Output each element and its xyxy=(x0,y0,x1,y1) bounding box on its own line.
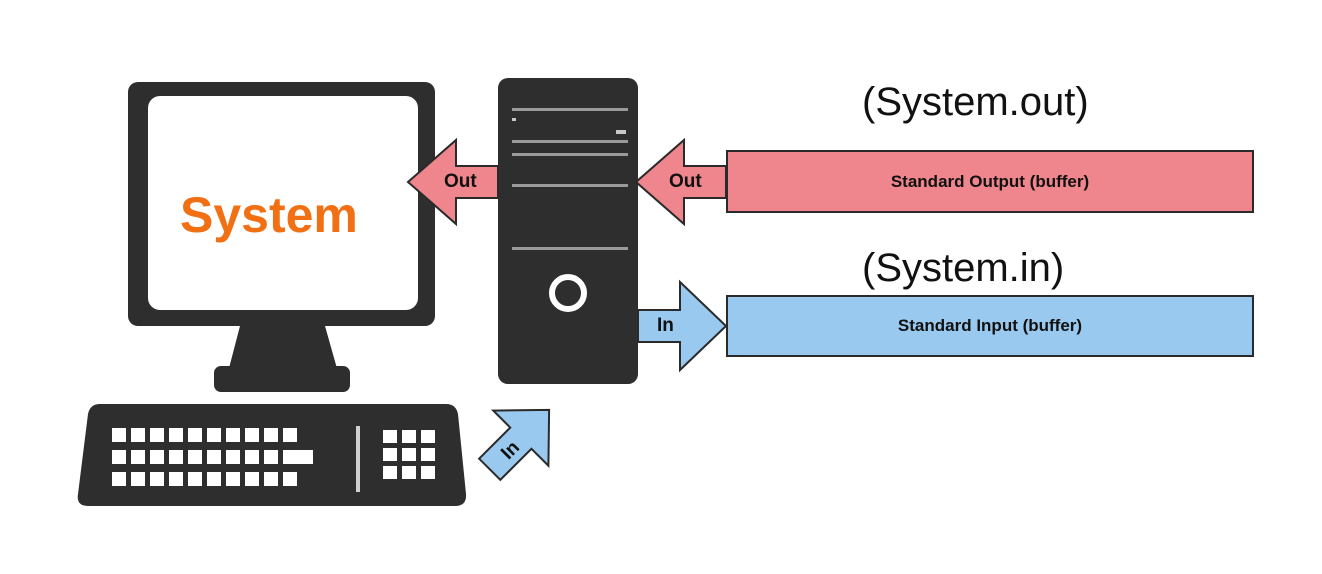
keyboard-key xyxy=(207,472,221,486)
keyboard-key xyxy=(226,472,240,486)
keyboard-key xyxy=(245,450,259,464)
keyboard-key xyxy=(264,450,278,464)
keyboard-key xyxy=(169,472,183,486)
keyboard-key xyxy=(383,448,397,461)
screen-label: System xyxy=(180,187,358,243)
keyboard-key xyxy=(150,450,164,464)
out-label-monitor: Out xyxy=(444,171,477,192)
keyboard-key xyxy=(264,428,278,442)
keyboard-key xyxy=(188,450,202,464)
keyboard-key xyxy=(283,428,297,442)
keyboard-key xyxy=(131,428,145,442)
keyboard-key xyxy=(283,450,313,464)
standard-output-buffer: Standard Output (buffer) xyxy=(726,150,1254,213)
out-label-tower: Out xyxy=(669,171,702,192)
in-label-buffer: In xyxy=(657,315,674,336)
keyboard-key xyxy=(402,448,416,461)
system-in-caption: (System.in) xyxy=(862,246,1065,290)
keyboard-key xyxy=(169,428,183,442)
keyboard-key xyxy=(421,430,435,443)
out-arrow-to-monitor xyxy=(406,137,499,227)
tower-icon xyxy=(498,78,638,384)
keyboard-key xyxy=(383,466,397,479)
system-out-caption: (System.out) xyxy=(862,80,1089,124)
keyboard-key xyxy=(188,472,202,486)
keyboard-key xyxy=(383,430,397,443)
keyboard-key xyxy=(226,428,240,442)
monitor-icon xyxy=(128,82,435,392)
keyboard-key xyxy=(283,472,297,486)
keyboard-key xyxy=(207,428,221,442)
keyboard-key xyxy=(112,428,126,442)
out-arrow-to-tower xyxy=(634,137,727,227)
keyboard-key xyxy=(169,450,183,464)
keyboard-key xyxy=(264,472,278,486)
keyboard-key xyxy=(226,450,240,464)
keyboard-key xyxy=(207,450,221,464)
keyboard-key xyxy=(150,472,164,486)
keyboard-key xyxy=(131,450,145,464)
standard-output-label: Standard Output (buffer) xyxy=(890,171,1090,191)
keyboard-key xyxy=(245,472,259,486)
keyboard-icon xyxy=(77,404,467,506)
standard-input-buffer: Standard Input (buffer) xyxy=(726,295,1254,357)
keyboard-key xyxy=(112,472,126,486)
keyboard-key xyxy=(421,466,435,479)
keyboard-key xyxy=(150,428,164,442)
in-arrow-to-buffer xyxy=(637,279,728,373)
keyboard-key xyxy=(112,450,126,464)
keyboard-key xyxy=(402,466,416,479)
keyboard-key xyxy=(402,430,416,443)
keyboard-key xyxy=(245,428,259,442)
in-arrow-from-keyboard: In xyxy=(477,408,551,482)
keyboard-key xyxy=(131,472,145,486)
keyboard-keys xyxy=(112,428,435,486)
keyboard-key xyxy=(188,428,202,442)
standard-input-label: Standard Input (buffer) xyxy=(897,316,1083,335)
keyboard-key xyxy=(421,448,435,461)
